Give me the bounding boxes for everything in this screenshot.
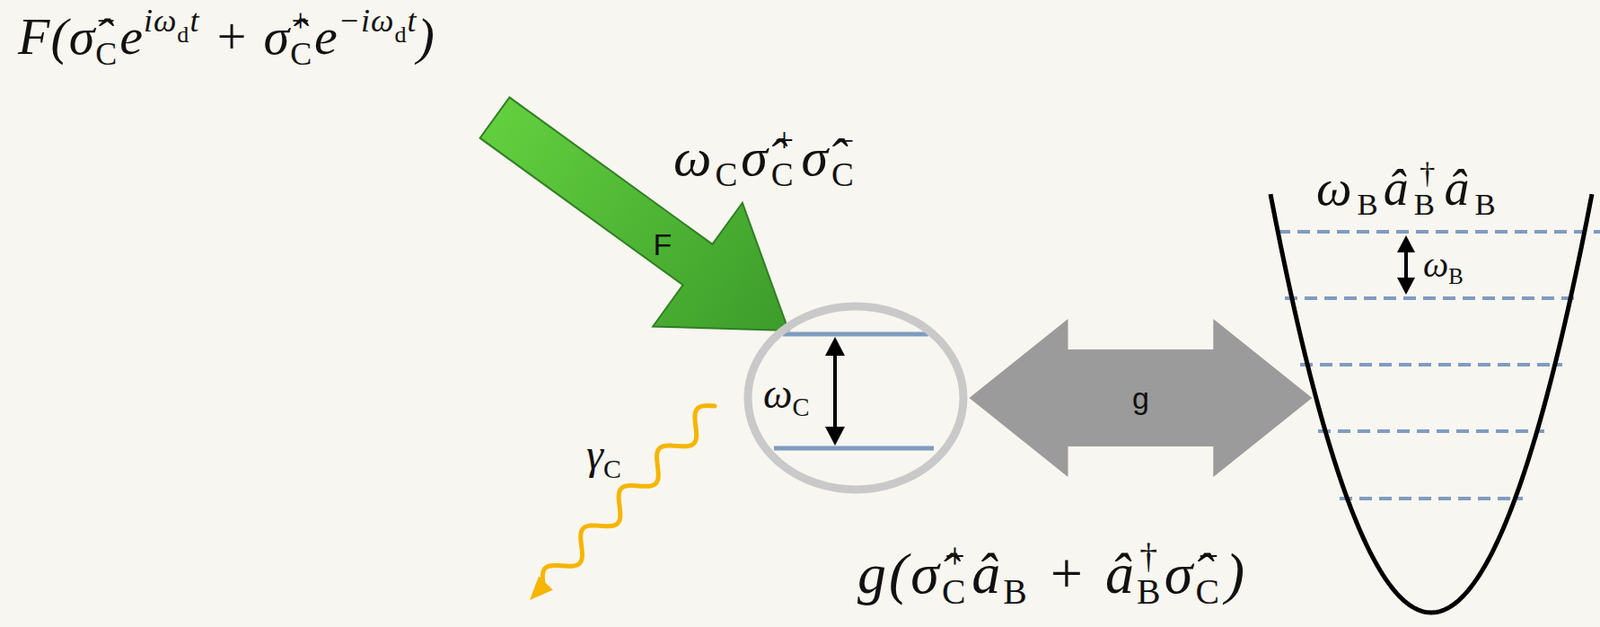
math-part: C	[95, 35, 118, 72]
math-part: ω	[1316, 159, 1358, 216]
hamiltonian-term: ωBâB†âB	[1316, 154, 1502, 224]
node-outline	[1261, 152, 1600, 627]
oscillator-level	[1284, 296, 1578, 300]
coupling-arrow	[969, 318, 1313, 477]
drive-label: F	[653, 226, 673, 264]
transition-arrow	[833, 350, 837, 432]
math-part: ω	[763, 370, 792, 417]
math-part: −	[1198, 536, 1222, 576]
oscillator-level	[1318, 429, 1545, 433]
math-part: −	[96, 2, 116, 39]
potential-well	[1270, 193, 1592, 613]
arrow-head	[529, 576, 554, 600]
math-part: t	[406, 2, 417, 39]
math-part: +	[944, 536, 968, 576]
level-spacing: ωB	[1423, 243, 1464, 291]
oscillator-level	[1277, 229, 1600, 234]
math-part: †	[1139, 536, 1161, 576]
math-part: +	[774, 122, 798, 159]
hamiltonian-term: ωCσ̂C+σ̂C−	[673, 121, 862, 196]
math-part: B	[1475, 186, 1502, 222]
math-part: C	[831, 156, 858, 194]
arrow-head	[1397, 277, 1416, 295]
math-part: σ̂	[740, 127, 772, 187]
two-level-system: ωCσ̂C+σ̂C−ωC	[742, 300, 969, 495]
math-part: †	[1419, 155, 1441, 191]
math-part: −iω	[338, 2, 396, 39]
math-part: C	[714, 156, 741, 194]
math-part: C	[941, 571, 968, 612]
math-part: + â	[1029, 541, 1137, 606]
math-part: â	[1444, 159, 1476, 216]
drive-term: F(σ̂C−eiωdt + σ̂C+e−iωdt)	[17, 1, 436, 74]
spacing-arrow	[1404, 247, 1408, 282]
math-part: C	[771, 156, 798, 194]
math-part: t	[189, 2, 200, 39]
math-part: e	[314, 7, 339, 66]
arrow-head	[1397, 235, 1416, 253]
oscillator-level	[1339, 496, 1523, 501]
system-circle	[747, 306, 964, 490]
energy-level	[773, 446, 934, 451]
math-part: B	[1136, 571, 1163, 612]
math-part: −	[835, 122, 858, 159]
math-part: C	[290, 35, 313, 72]
math-part: F	[653, 227, 673, 262]
math-part: C	[791, 393, 809, 422]
emission-wave	[542, 405, 715, 586]
math-part: â	[1383, 159, 1415, 216]
math-part: σ̂	[800, 127, 832, 187]
energy-level	[782, 332, 929, 337]
oscillator-level	[1300, 362, 1563, 367]
coupling-label: g	[1132, 379, 1150, 417]
transition-frequency: ωC	[763, 369, 810, 423]
arrow-head	[825, 426, 845, 446]
math-part: +	[290, 2, 310, 39]
math-part: F(σ̂	[17, 7, 96, 66]
math-part: iω	[143, 2, 177, 39]
math-part: â	[971, 541, 1003, 606]
arrow-head	[825, 336, 845, 356]
math-part: C	[1195, 571, 1222, 612]
math-part: d	[176, 21, 190, 48]
math-part: B	[1002, 571, 1029, 612]
math-part: e	[119, 7, 144, 66]
math-part: g(σ̂	[857, 541, 942, 606]
math-part: B	[1448, 263, 1464, 289]
math-part: ω	[1423, 244, 1449, 285]
math-part: B	[1357, 186, 1384, 222]
math-part: )	[416, 7, 435, 66]
math-part: ω	[673, 127, 715, 187]
math-part: d	[394, 21, 407, 48]
math-part: γ	[586, 430, 604, 478]
math-part: )	[1225, 541, 1248, 606]
decay-rate: γC	[586, 428, 622, 484]
math-part: C	[603, 453, 622, 484]
coupling-term: g(σ̂C+âB + âB†σ̂C−)	[857, 535, 1248, 615]
math-part: σ̂	[1164, 541, 1196, 606]
math-part: + σ̂	[199, 7, 291, 66]
math-part: B	[1414, 186, 1441, 222]
harmonic-oscillator: ωBâB†âBωB	[1261, 152, 1600, 627]
